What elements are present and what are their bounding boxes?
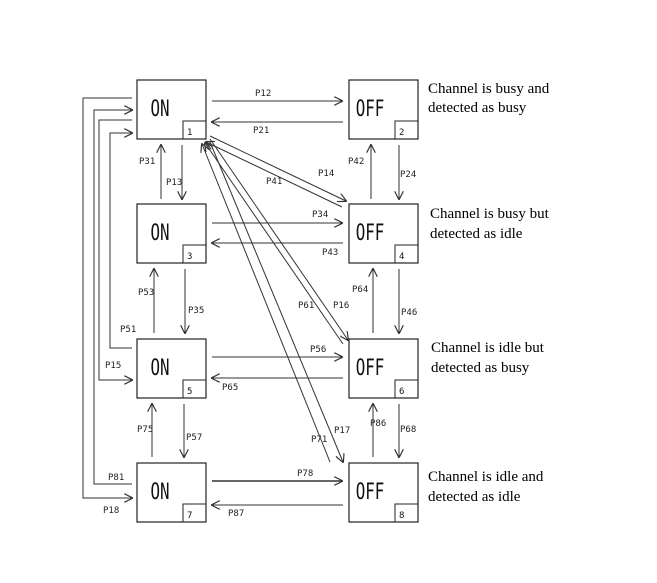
edge-p18 [82,97,132,498]
edge-label-p17: P17 [334,426,350,436]
edge-label-p16: P16 [333,301,349,311]
state-1: ON 1 [136,79,207,140]
state-8-label: OFF [356,478,385,504]
state-2-number: 2 [399,128,404,138]
description-2-line-1: Channel is busy and [428,81,550,97]
edge-label-p57: P57 [186,433,202,443]
state-3-number: 3 [187,252,192,262]
edge-label-p24: P24 [400,170,416,180]
edge-label-p75: P75 [137,425,153,435]
description-state-4: Channel is busy but detected as idle [430,206,550,242]
state-8: OFF 8 [348,462,419,523]
state-2-label: OFF [356,95,385,121]
edge-p71 [202,144,331,463]
edge-label-p68: P68 [400,425,416,435]
state-1-number: 1 [187,128,192,138]
edge-p15 [98,119,132,380]
edge-label-p78: P78 [297,469,313,479]
edge-p81 [93,110,132,485]
state-4-label: OFF [356,219,385,245]
edge-label-p64: P64 [352,285,368,295]
edge-label-p14: P14 [318,169,334,179]
description-4-line-2: detected as idle [430,226,523,242]
state-2: OFF 2 [348,79,419,140]
state-7: ON 7 [136,462,207,523]
edge-label-p18: P18 [103,506,119,516]
edge-label-p41: P41 [266,177,282,187]
edge-label-p71: P71 [311,435,327,445]
edge-p51 [109,133,132,349]
edge-label-p31: P31 [139,157,155,167]
edge-label-p65: P65 [222,383,238,393]
state-4-number: 4 [399,252,404,262]
edge-label-p87: P87 [228,509,244,519]
description-8-line-2: detected as idle [428,489,521,505]
description-state-2: Channel is busy and detected as busy [428,81,550,116]
edge-label-p61: P61 [298,301,314,311]
edge-label-p81: P81 [108,473,124,483]
state-6-number: 6 [399,387,404,397]
edge-p16 [209,138,348,340]
edge-p14 [209,135,346,201]
state-6-label: OFF [356,354,385,380]
edge-label-p12: P12 [255,89,271,99]
edge-label-p13: P13 [166,178,182,188]
edge-label-p15: P15 [105,361,121,371]
edge-label-p53: P53 [138,288,154,298]
edge-label-p56: P56 [310,345,326,355]
edge-label-p86: P86 [370,419,386,429]
state-5-number: 5 [187,387,192,397]
edge-label-p51: P51 [120,325,136,335]
state-1-label: ON [150,95,169,121]
description-6-line-1: Channel is idle but [431,340,545,356]
description-2-line-2: detected as busy [428,100,527,116]
description-state-8: Channel is idle and detected as idle [428,469,544,505]
edge-p41 [206,142,343,208]
edge-label-p46: P46 [401,308,417,318]
description-4-line-1: Channel is busy but [430,206,550,222]
edge-label-p21: P21 [253,126,269,136]
state-4: OFF 4 [348,203,419,264]
edge-label-p42: P42 [348,157,364,167]
edge-p17 [209,141,343,462]
state-6: OFF 6 [348,338,419,399]
description-8-line-1: Channel is idle and [428,469,544,485]
state-3: ON 3 [136,203,207,264]
description-state-6: Channel is idle but detected as busy [431,340,545,376]
state-8-number: 8 [399,511,404,521]
state-3-label: ON [150,219,169,245]
state-5-label: ON [150,354,169,380]
state-5: ON 5 [136,338,207,399]
description-6-line-2: detected as busy [431,360,530,376]
edge-label-p35: P35 [188,306,204,316]
edge-label-p43: P43 [322,248,338,258]
state-7-label: ON [150,478,169,504]
state-7-number: 7 [187,511,192,521]
edge-label-p34: P34 [312,210,328,220]
edge-p61 [205,143,344,345]
